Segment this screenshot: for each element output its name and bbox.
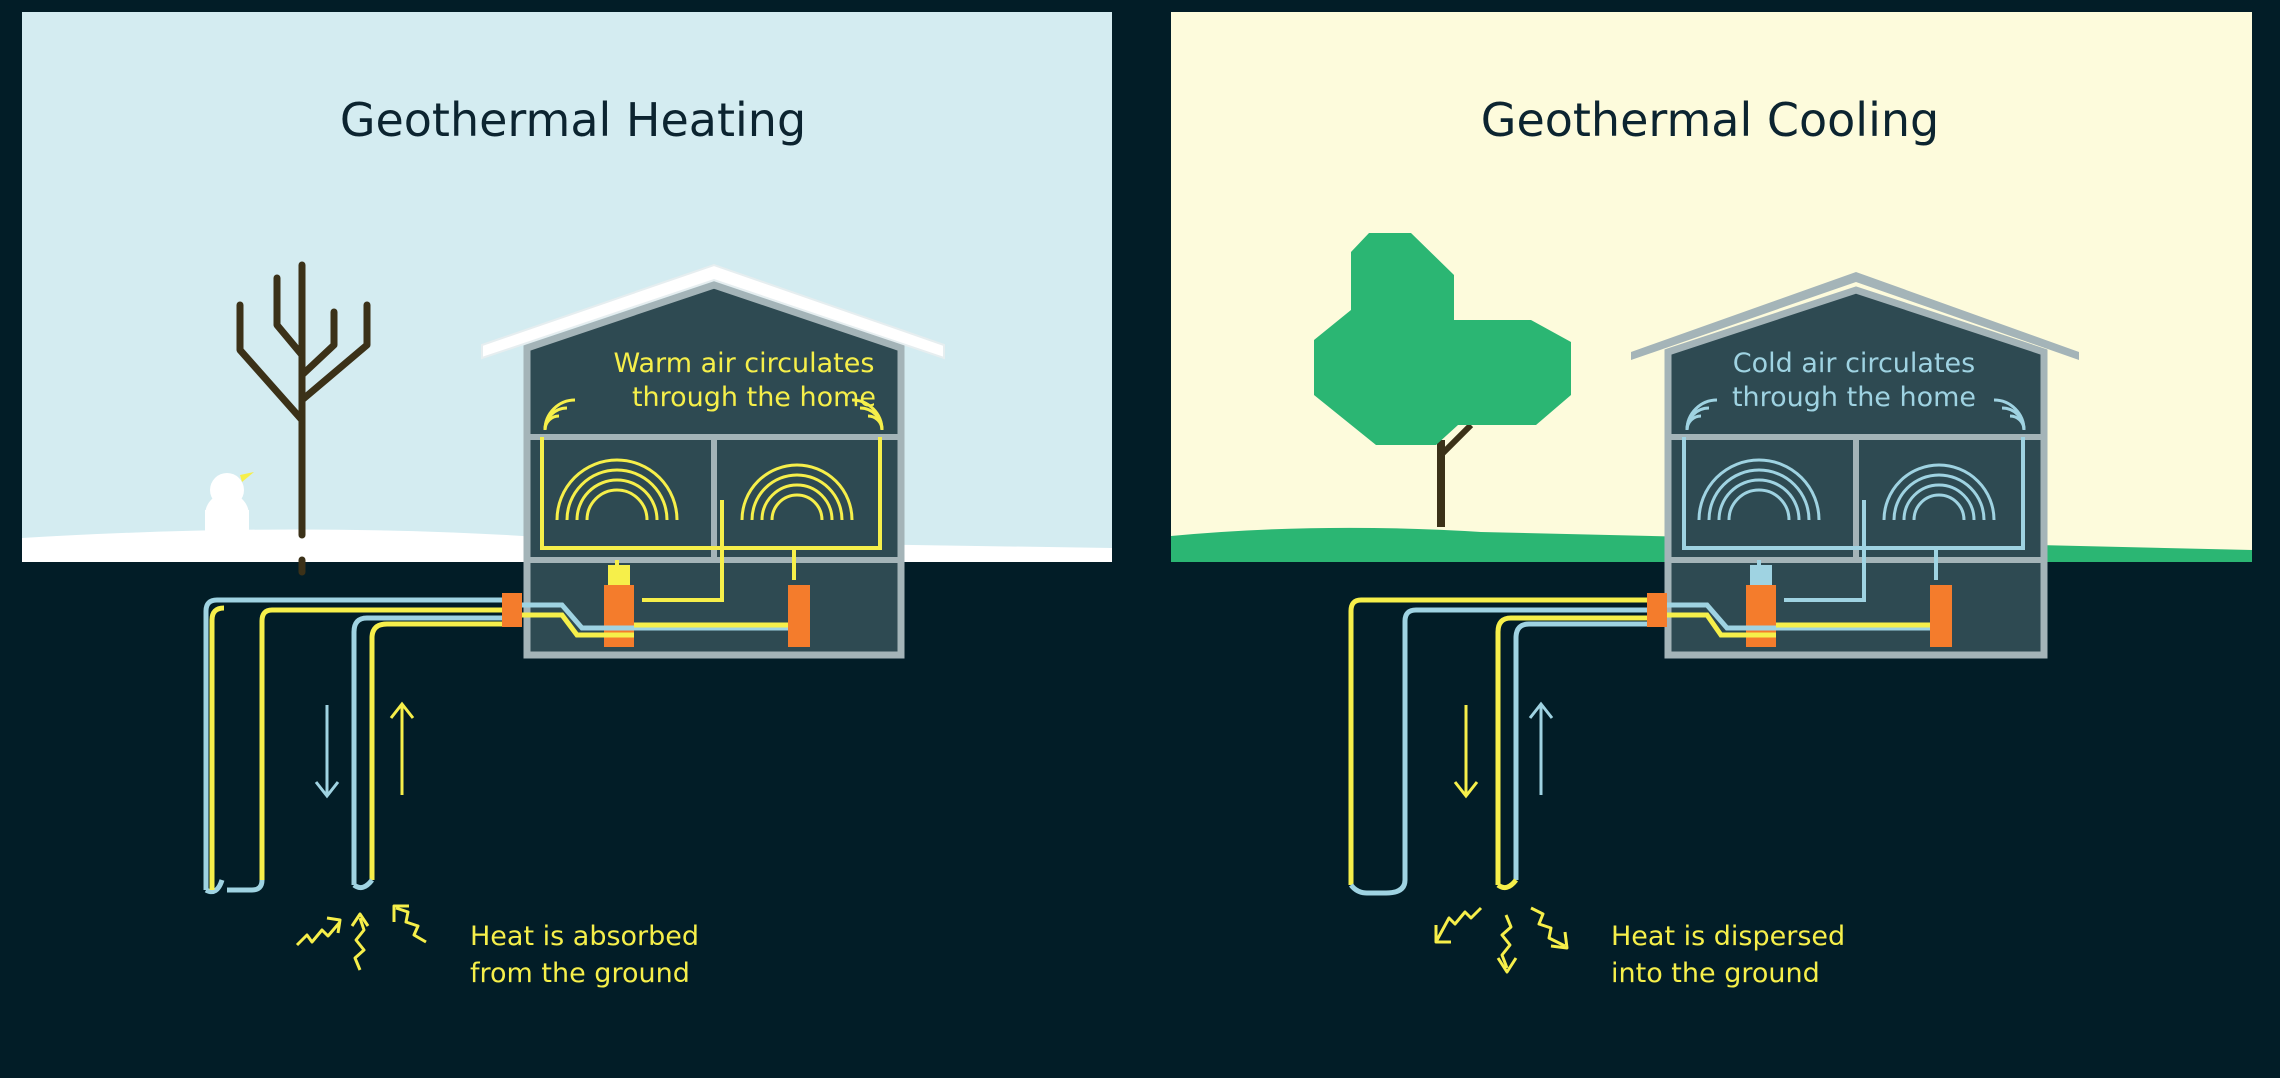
heating-house-caption-line2: through the home [632, 382, 876, 413]
heating-ground-caption-line2: from the ground [470, 958, 690, 989]
down-arrow-icon [314, 705, 340, 799]
snowman-icon [205, 472, 254, 540]
heating-house [481, 263, 945, 659]
heat-pump-unit [604, 585, 634, 647]
heating-house-caption-line1: Warm air circulates [614, 348, 875, 379]
heat-pump-top [608, 565, 630, 585]
cooling-house [1631, 272, 2079, 659]
cooling-ground-loop [1348, 597, 1930, 896]
heating-ducts [540, 437, 882, 602]
cooling-house-caption-line1: Cold air circulates [1733, 348, 1975, 379]
up-arrow-icon [1528, 701, 1554, 795]
water-heater-unit [788, 585, 810, 647]
water-heater-unit [1930, 585, 1952, 647]
heat-pump-top [1750, 565, 1772, 585]
pipe-junction [1647, 593, 1667, 627]
cooling-ground-caption-line1: Heat is dispersed [1611, 921, 1845, 952]
cold-air-waves-icon [1685, 398, 2026, 521]
bare-tree-icon [236, 261, 371, 576]
heat-squiggle-arrow-icon [1434, 906, 1569, 974]
leafy-tree-icon [1314, 233, 1571, 527]
warm-air-waves-icon [543, 398, 884, 521]
pipe-junction [502, 593, 522, 627]
cooling-diagram: Geothermal Cooling Cold [1171, 12, 2252, 989]
cooling-title: Geothermal Cooling [1481, 93, 1939, 147]
heat-pump-unit [1746, 585, 1776, 647]
heating-diagram: Geothermal Heating [22, 12, 1112, 989]
heating-title: Geothermal Heating [340, 93, 806, 147]
heating-panel: Geothermal Heating [22, 0, 1112, 1078]
up-arrow-icon [389, 701, 415, 795]
heating-ground-loop [203, 597, 788, 895]
heating-ground-caption-line1: Heat is absorbed [470, 921, 699, 952]
cooling-panel: Geothermal Cooling Cold [1171, 0, 2261, 1078]
down-arrow-icon [1453, 705, 1479, 799]
cooling-ground-caption-line2: into the ground [1611, 958, 1820, 989]
cooling-house-caption-line2: through the home [1732, 382, 1976, 413]
heat-squiggle-arrow-icon [295, 904, 427, 971]
